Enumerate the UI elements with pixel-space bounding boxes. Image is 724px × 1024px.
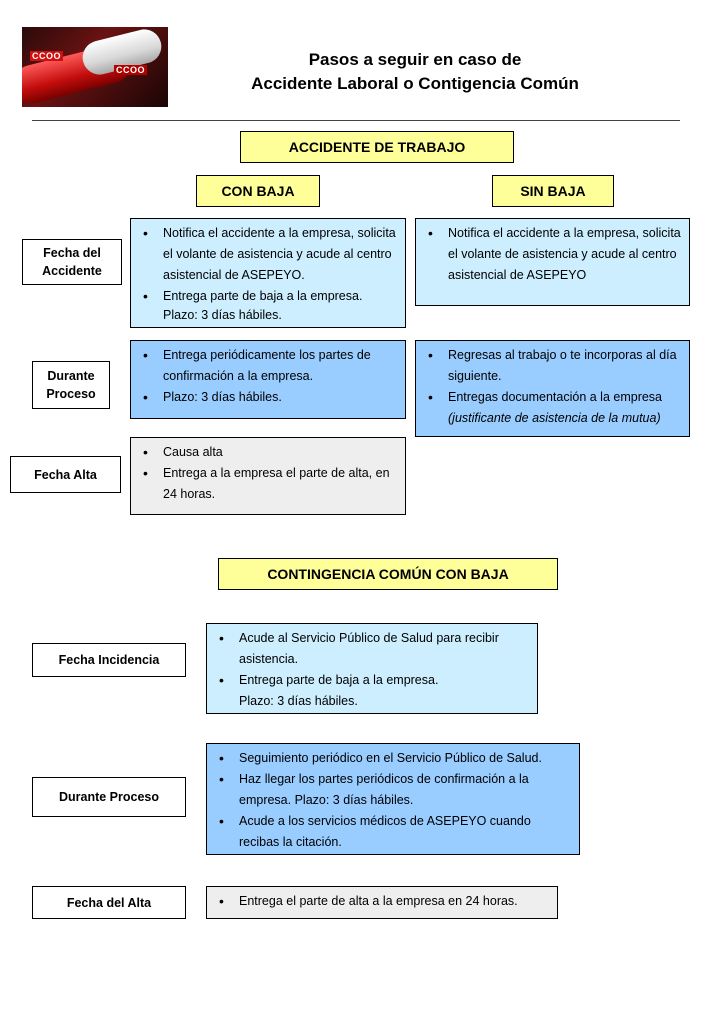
con-baja-header: CON BAJA <box>196 175 320 207</box>
list-item: Plazo: 3 días hábiles. <box>139 387 397 408</box>
label-line: Fecha del <box>43 246 101 260</box>
page-title: Pasos a seguir en caso de Accidente Labo… <box>210 48 620 96</box>
fecha-incidencia-box: Acude al Servicio Público de Salud para … <box>206 623 538 714</box>
list-item: Haz llegar los partes periódicos de conf… <box>215 769 571 811</box>
accidente-header: ACCIDENTE DE TRABAJO <box>240 131 514 163</box>
list-item: Entrega parte de baja a la empresa. Plaz… <box>215 670 529 712</box>
plazo-text: Plazo: 3 días hábiles. <box>163 308 282 322</box>
label-fecha-incidencia: Fecha Incidencia <box>32 643 186 677</box>
label-durante-proceso-contingencia: Durante Proceso <box>32 777 186 817</box>
list-item: Entrega a la empresa el parte de alta, e… <box>139 463 397 505</box>
list-item: Seguimiento periódico en el Servicio Púb… <box>215 748 571 769</box>
label-line: Durante <box>47 369 95 383</box>
logo-mark: CCOO <box>30 51 63 61</box>
label-line: Accidente <box>42 264 102 278</box>
con-baja-fecha-accidente-box: Notifica el accidente a la empresa, soli… <box>130 218 406 328</box>
label-durante-proceso: Durante Proceso <box>32 361 110 409</box>
label-fecha-accidente: Fecha del Accidente <box>22 239 122 285</box>
list-item-text: Entrega parte de baja a la empresa. <box>163 289 363 303</box>
label-fecha-alta: Fecha Alta <box>10 456 121 493</box>
list-item: Notifica el accidente a la empresa, soli… <box>139 223 397 286</box>
title-line-2: Accidente Laboral o Contigencia Común <box>251 74 579 93</box>
logo-mark-secondary: CCOO <box>114 65 147 75</box>
con-baja-durante-proceso-box: Entrega periódicamente los partes de con… <box>130 340 406 419</box>
fecha-del-alta-box: Entrega el parte de alta a la empresa en… <box>206 886 558 919</box>
label-line: Proceso <box>46 387 96 401</box>
list-item: Acude a los servicios médicos de ASEPEYO… <box>215 811 571 853</box>
list-item-text: Entrega parte de baja a la empresa. <box>239 673 439 687</box>
contingencia-header: CONTINGENCIA COMÚN CON BAJA <box>218 558 558 590</box>
sin-baja-header: SIN BAJA <box>492 175 614 207</box>
list-item: Entrega parte de baja a la empresa. Plaz… <box>139 286 397 324</box>
con-baja-fecha-alta-box: Causa alta Entrega a la empresa el parte… <box>130 437 406 515</box>
sin-baja-durante-proceso-box: Regresas al trabajo o te incorporas al d… <box>415 340 690 437</box>
header-divider <box>32 120 680 121</box>
list-item: Entrega periódicamente los partes de con… <box>139 345 397 387</box>
list-item: Regresas al trabajo o te incorporas al d… <box>424 345 681 387</box>
title-line-1: Pasos a seguir en caso de <box>308 50 522 69</box>
list-item: Acude al Servicio Público de Salud para … <box>215 628 529 670</box>
sin-baja-fecha-accidente-box: Notifica el accidente a la empresa, soli… <box>415 218 690 306</box>
list-item: Causa alta <box>139 442 397 463</box>
durante-proceso-contingencia-box: Seguimiento periódico en el Servicio Púb… <box>206 743 580 855</box>
label-fecha-del-alta: Fecha del Alta <box>32 886 186 919</box>
list-item: Notifica el accidente a la empresa, soli… <box>424 223 681 286</box>
ccoo-logo: CCOO CCOO <box>22 27 168 107</box>
note-text: (justificante de asistencia de la mutua) <box>448 411 661 425</box>
list-item: Entregas documentación a la empresa (jus… <box>424 387 681 429</box>
list-item-text: Entregas documentación a la empresa <box>448 390 663 404</box>
list-item: Entrega el parte de alta a la empresa en… <box>215 891 549 912</box>
plazo-text: Plazo: 3 días hábiles. <box>239 694 358 708</box>
